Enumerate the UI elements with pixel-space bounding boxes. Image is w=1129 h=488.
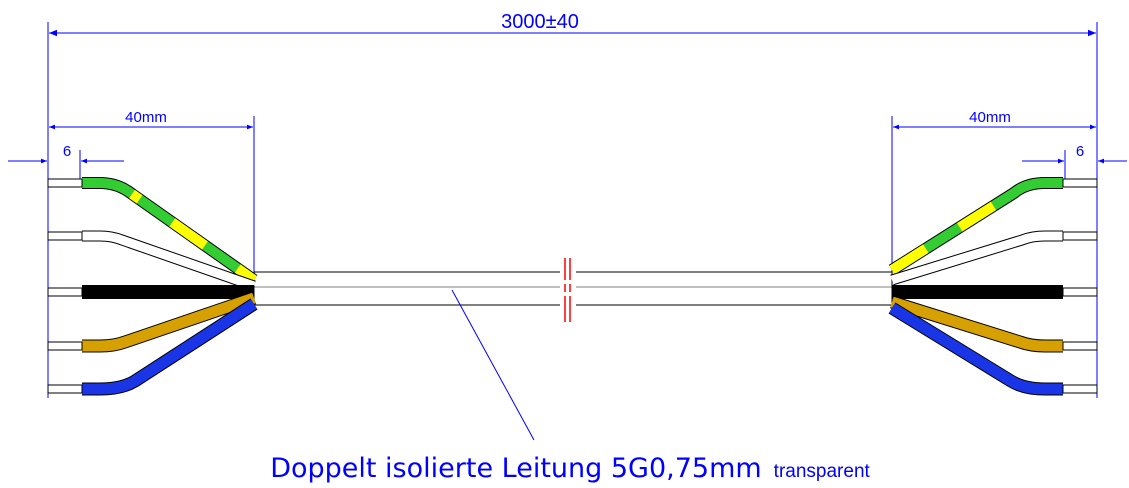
overall-length-dimension: 3000±40 <box>47 11 1098 398</box>
break-mark <box>564 258 571 322</box>
caption-suffix: transparent <box>774 461 871 482</box>
left-strip-label: 40mm <box>125 109 167 126</box>
right-cores <box>888 177 1063 396</box>
left-conductor-tips <box>47 178 83 394</box>
right-strip-dimension: 40mm <box>891 109 1096 272</box>
right-conductor-tips <box>1062 178 1098 394</box>
caption: Doppelt isolierte Leitung 5G0,75mm transp… <box>270 453 870 484</box>
right-wire-strip-label: 6 <box>1076 143 1084 160</box>
left-cores <box>82 177 258 396</box>
right-strip-label: 40mm <box>969 109 1011 126</box>
break-gap <box>560 268 576 310</box>
caption-main: Doppelt isolierte Leitung 5G0,75mm <box>270 453 761 484</box>
overall-length-label: 3000±40 <box>501 11 579 33</box>
left-wire-strip-label: 6 <box>63 143 71 160</box>
left-wire-strip-dimension: 6 <box>8 143 124 182</box>
left-strip-dimension: 40mm <box>49 109 255 272</box>
right-wire-strip-dimension: 6 <box>1022 143 1127 182</box>
caption-leader-line <box>451 289 535 441</box>
